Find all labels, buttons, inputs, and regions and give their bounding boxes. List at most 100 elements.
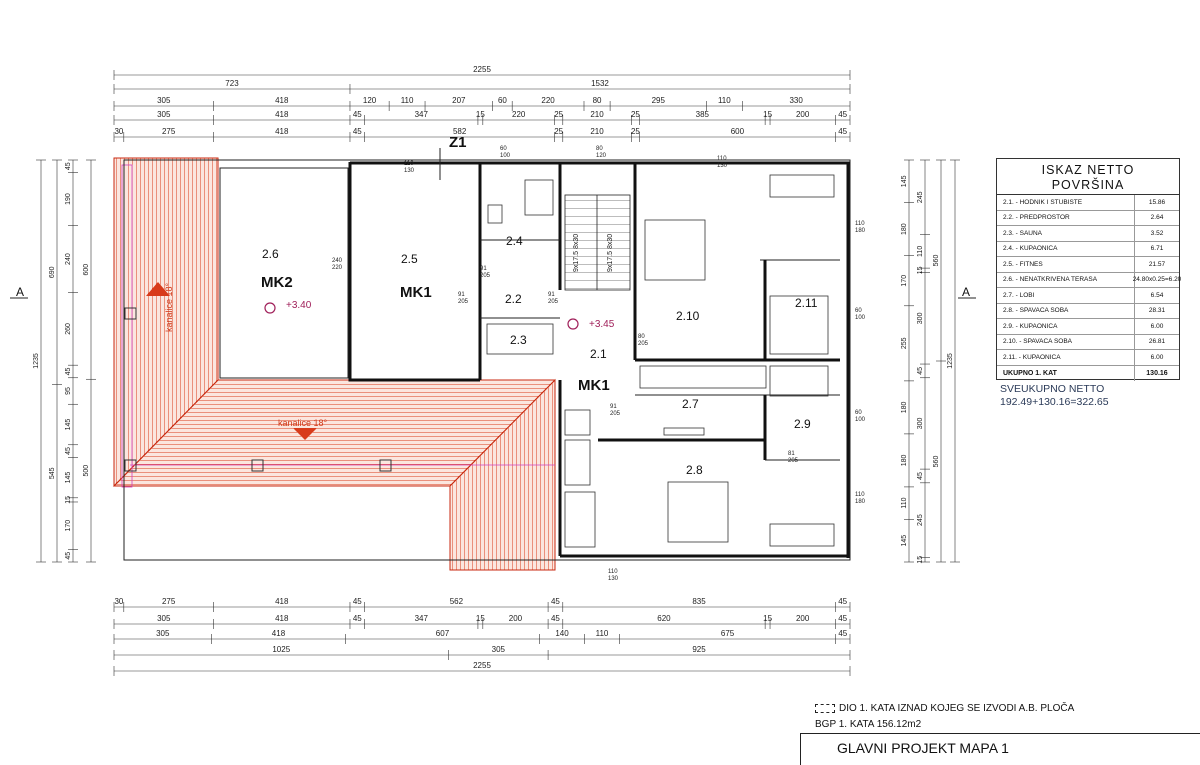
window-tag: 60: [500, 146, 507, 152]
left-dim-row2: 45: [65, 367, 72, 375]
bottom-dim-row1: 418: [275, 597, 289, 606]
top-dim-row2: 220: [541, 96, 555, 105]
grand-total-value: 192.49+130.16=322.65: [1000, 396, 1109, 408]
right-dim-row3: 110: [901, 497, 908, 508]
right-dim-row2: 300: [917, 312, 924, 324]
bottom-dim-row3: 607: [436, 629, 450, 638]
room-number: 2.3: [510, 333, 527, 347]
left-dim-row2: 45: [65, 552, 72, 560]
window-tag: 110: [404, 161, 414, 167]
area-table-row: 2.7. - LOBI 6.54: [997, 288, 1179, 304]
left-dim-row2: 145: [65, 472, 72, 484]
door-tag: 91: [458, 292, 465, 298]
door-tag: 205: [458, 299, 469, 305]
top-dim-row3: 418: [275, 110, 289, 119]
bottom-dim-row2: 418: [275, 614, 289, 623]
left-dim-row2: 15: [65, 496, 72, 504]
area-row-name: 2.4. - KUPAONICA: [1003, 245, 1058, 253]
area-row-value: 6.54: [1134, 288, 1179, 303]
right-dim-row3: 170: [901, 275, 908, 287]
stair-label: 9x17.5 8x30: [573, 234, 580, 272]
top-dim-row4: 45: [353, 127, 362, 136]
left-dim-row2: 190: [65, 193, 72, 205]
unit-label: MK2: [261, 274, 293, 291]
bottom-dim-row2: 15: [476, 614, 485, 623]
left-dim-row2: 260: [65, 323, 72, 335]
grand-total-label: SVEUKUPNO NETTO: [1000, 383, 1105, 395]
bottom-dim-overall: 2255: [473, 661, 491, 670]
top-dim-row1: 1532: [591, 79, 609, 88]
area-row-name: 2.3. - SAUNA: [1003, 229, 1043, 237]
top-dim-row2: 418: [275, 96, 289, 105]
area-row-name: 2.5. - FITNES: [1003, 260, 1043, 268]
top-dim-overall: 2255: [473, 65, 491, 74]
right-dim-row2: 245: [917, 514, 924, 526]
left-dim-row3: 500: [83, 465, 90, 477]
bottom-dim-row1: 45: [551, 597, 560, 606]
right-dim-overall: 1235: [947, 353, 954, 369]
top-dim-row2: 120: [363, 96, 377, 105]
door-tag: 205: [610, 411, 621, 417]
window-tag: 180: [855, 228, 866, 234]
door-tag: 205: [548, 299, 559, 305]
level-mk1: +3.45: [589, 319, 615, 330]
door-tag: 80: [638, 334, 645, 340]
right-dim-row3: 145: [901, 175, 908, 187]
door-tag: 205: [638, 341, 649, 347]
top-dim-row3: 220: [512, 110, 526, 119]
area-row-name: 2.11. - KUPAONICA: [1003, 353, 1061, 361]
room-number: 2.6: [262, 247, 279, 261]
bottom-dim-row2: 45: [353, 614, 362, 623]
left-dim-row1: 545: [49, 467, 56, 479]
window-tag: 60: [855, 410, 862, 416]
top-dim-row4: 30: [114, 127, 123, 136]
window-tag: 120: [596, 153, 607, 159]
zone-label: Z1: [449, 134, 467, 151]
stairs: [564, 194, 631, 291]
right-dim-row3: 255: [901, 337, 908, 349]
top-dim-row3: 210: [590, 110, 604, 119]
bottom-dim-row3: 45: [838, 629, 847, 638]
room-number: 2.2: [505, 292, 522, 306]
top-dim-row1: 723: [225, 79, 239, 88]
top-dim-row2: 207: [452, 96, 466, 105]
left-dim-row2: 170: [65, 520, 72, 532]
area-row-name: 2.2. - PREDPROSTOR: [1003, 214, 1070, 222]
bottom-dim-row1: 562: [450, 597, 464, 606]
bottom-dim-row2: 45: [551, 614, 560, 623]
roof-slope-label-bottom: kanalice 18°: [278, 418, 328, 428]
furniture: [486, 174, 835, 548]
area-table-title: ISKAZ NETTO POVRŠINA: [997, 159, 1179, 195]
area-row-name: 2.7. - LOBI: [1003, 291, 1035, 299]
bottom-dim-row3: 675: [721, 629, 735, 638]
unit-label: MK1: [400, 284, 432, 301]
room-number: 2.7: [682, 397, 699, 411]
area-row-value: 28.31: [1134, 303, 1179, 318]
bottom-dim-row2: 620: [657, 614, 671, 623]
top-dim-row4: 45: [838, 127, 847, 136]
left-dim-row2: 95: [65, 387, 72, 395]
left-dim-overall: 1235: [33, 353, 40, 369]
dashed-box-icon: [815, 703, 835, 713]
area-table: ISKAZ NETTO POVRŠINA 2.1. - HODNIK I STU…: [996, 158, 1181, 381]
right-dim-row1: 560: [933, 255, 940, 267]
window-tag: 220: [332, 265, 343, 271]
room-number: 2.11: [795, 296, 818, 310]
window-tag: 100: [855, 315, 866, 321]
top-dim-row4: 418: [275, 127, 289, 136]
area-table-total-row: UKUPNO 1. KAT 130.16: [997, 365, 1179, 381]
room-number: 2.5: [401, 252, 418, 266]
right-dim-row2: 15: [917, 266, 924, 274]
right-dim-row1: 560: [933, 456, 940, 468]
left-dim-row3: 600: [83, 264, 90, 276]
bottom-dim-row3: 418: [272, 629, 286, 638]
top-dim-row4: 275: [162, 127, 176, 136]
room-number: 2.1: [590, 347, 607, 361]
